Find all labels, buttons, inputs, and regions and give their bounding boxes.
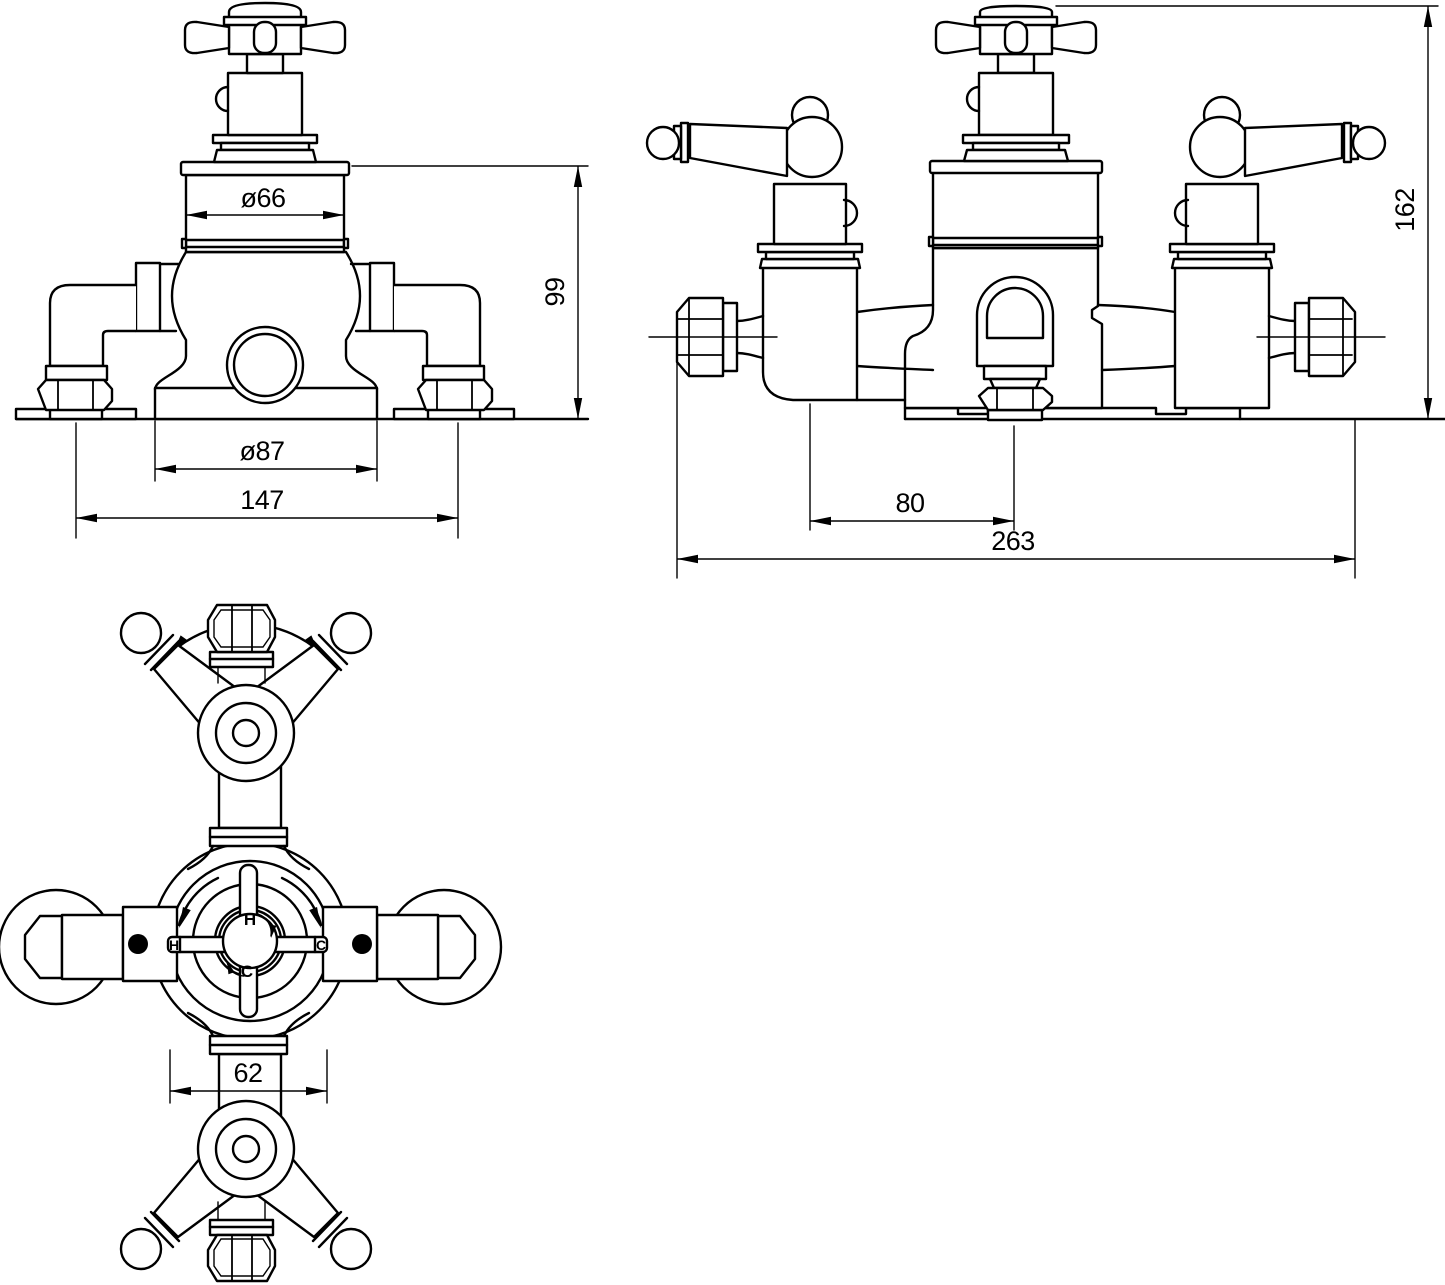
side-left-lever-ball — [780, 115, 844, 179]
dim-label-263: 263 — [991, 526, 1035, 556]
side-right-lever-handle — [1243, 122, 1344, 178]
dim-label-66: ø66 — [240, 183, 285, 213]
top-upper-left-arm-ball — [119, 611, 163, 655]
side-left-valve — [645, 95, 907, 402]
dim-label-62: 62 — [233, 1058, 262, 1088]
bar-cold-label: C — [316, 937, 326, 953]
side-dim-overall-width: 263 — [676, 333, 1356, 579]
top-lower-handle-assembly — [119, 1099, 373, 1283]
dial-cold-label: C — [241, 962, 253, 981]
side-view: 162 80 263 — [645, 4, 1445, 579]
side-right-valve — [1168, 95, 1387, 410]
top-left-screw-dot — [128, 934, 148, 954]
front-dim-overall-width: 147 — [75, 422, 459, 539]
dial-hot-label: H — [244, 910, 256, 929]
front-cross-handle — [183, 1, 347, 56]
dim-label-80: 80 — [895, 488, 924, 518]
dim-label-162: 162 — [1390, 188, 1420, 232]
front-right-flange-plate — [368, 261, 396, 333]
side-dim-port-spacing: 80 — [809, 403, 1015, 531]
side-base-plate — [903, 406, 1445, 421]
front-outlet-port-inner — [232, 332, 298, 398]
front-dim-body-diameter: ø66 — [185, 183, 345, 220]
front-bonnet — [211, 52, 319, 164]
dim-label-87: ø87 — [239, 436, 284, 466]
top-upper-handle-assembly — [119, 603, 373, 783]
side-central-handle — [934, 4, 1098, 163]
front-left-elbow-fitting — [14, 283, 138, 421]
front-left-flange-plate — [134, 261, 162, 333]
front-view: ø66 99 ø87 147 — [14, 1, 590, 539]
top-lower-left-arm-ball — [119, 1227, 163, 1271]
front-right-elbow-fitting — [392, 283, 516, 421]
top-dim-handle-width: 62 — [169, 1049, 328, 1104]
front-dim-base-diameter: ø87 — [154, 420, 378, 482]
top-rotation-arrows — [175, 876, 325, 930]
top-center-cross: H C H C — [166, 863, 329, 1019]
top-right-connection — [321, 888, 503, 1006]
bar-hot-label: H — [169, 937, 179, 953]
dim-label-147: 147 — [240, 485, 284, 515]
front-body-cylinder — [179, 160, 351, 254]
side-outlet-union — [975, 275, 1055, 422]
front-dim-body-height: 99 — [351, 165, 589, 420]
dim-label-99: 99 — [540, 277, 570, 306]
side-right-lever-ball — [1188, 115, 1252, 179]
side-right-lever-knob — [1351, 125, 1387, 161]
top-lower-hex-nut — [206, 1233, 277, 1283]
top-right-screw-dot — [352, 934, 372, 954]
top-view: H C H C 62 — [0, 603, 503, 1283]
side-left-lever-handle — [688, 122, 789, 178]
side-dim-overall-height: 162 — [1055, 5, 1439, 420]
top-upper-right-arm-ball — [329, 611, 373, 655]
side-left-lever-knob — [645, 125, 681, 161]
top-upper-hex-nut — [206, 603, 277, 654]
top-left-connection — [0, 888, 179, 1006]
top-lower-right-arm-ball — [329, 1227, 373, 1271]
